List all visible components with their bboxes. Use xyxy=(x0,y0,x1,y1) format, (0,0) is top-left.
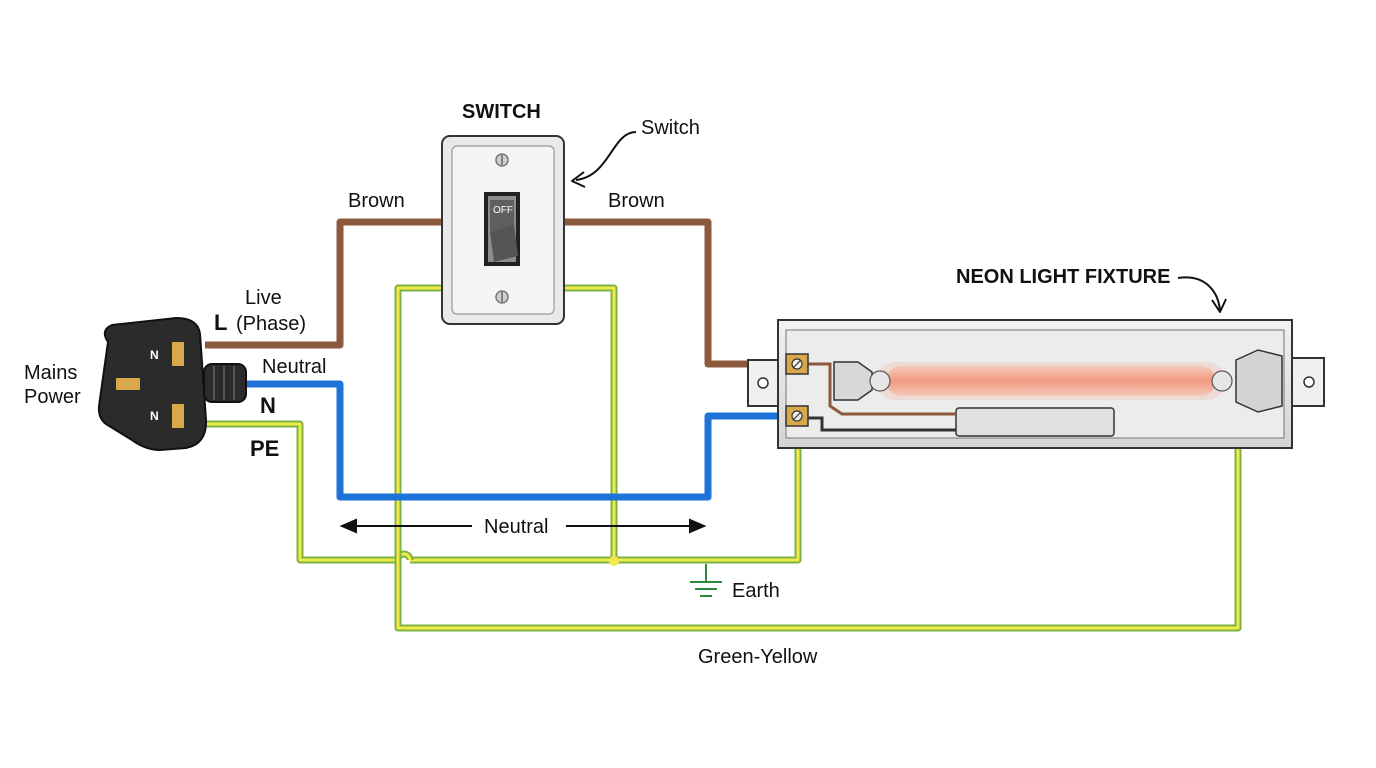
fixture-callout-arrow xyxy=(1177,276,1227,313)
brown-right-label: Brown xyxy=(608,190,665,212)
neutral-letter-label: N xyxy=(260,393,276,418)
switch-title: SWITCH xyxy=(462,101,541,123)
earth-wire-switch-drop xyxy=(562,284,618,560)
fixture-title: NEON LIGHT FIXTURE xyxy=(956,266,1170,288)
earth-junction-dot xyxy=(609,556,619,566)
neutral-wire xyxy=(205,380,786,501)
earth-ground-icon xyxy=(690,564,722,597)
earth-label: Earth xyxy=(732,580,780,602)
green-yellow-label: Green-Yellow xyxy=(698,646,818,668)
brown-left-label: Brown xyxy=(348,190,405,212)
live-wire-to-switch xyxy=(205,218,445,349)
plug-pin-label-bottom: N xyxy=(150,409,159,423)
switch-callout-label: Switch xyxy=(641,117,700,139)
neutral-span-label: Neutral xyxy=(484,516,548,538)
live-wire-to-fixture xyxy=(562,218,786,368)
pe-label: PE xyxy=(250,436,279,461)
mains-label-line2: Power xyxy=(24,386,81,408)
live-label: Live xyxy=(245,287,282,309)
neutral-span-arrow xyxy=(339,518,707,534)
mains-plug-icon: N N xyxy=(97,316,247,452)
switch-callout-arrow xyxy=(571,131,637,188)
live-phase-label: (Phase) xyxy=(236,313,306,335)
neon-light-fixture-icon xyxy=(747,319,1325,449)
mains-label-line1: Mains xyxy=(24,362,77,384)
toggle-switch-icon: OFF xyxy=(441,135,565,325)
live-letter-label: L xyxy=(214,310,227,335)
neutral-top-label: Neutral xyxy=(262,356,326,378)
plug-pin-label-top: N xyxy=(150,348,159,362)
switch-state-label: OFF xyxy=(493,205,513,216)
